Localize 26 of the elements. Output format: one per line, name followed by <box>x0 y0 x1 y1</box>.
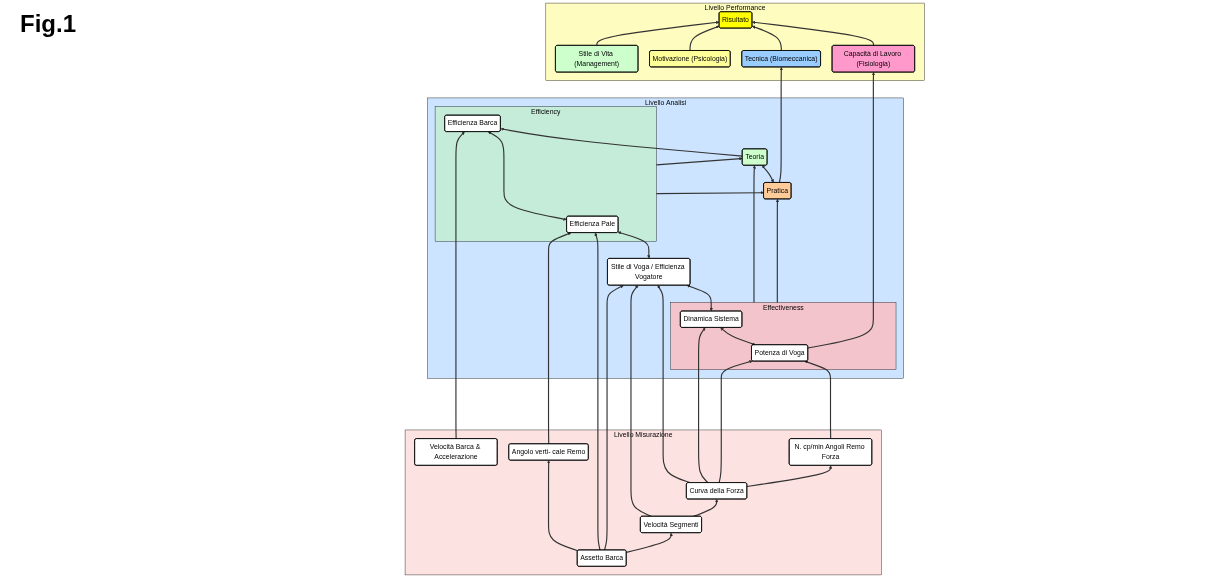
arrow <box>753 165 757 303</box>
arrow <box>693 499 719 517</box>
arrow <box>500 127 744 157</box>
arrow <box>488 131 568 221</box>
arrow <box>807 72 876 349</box>
arrow <box>548 232 572 445</box>
arrow <box>594 232 601 551</box>
arrow <box>779 67 784 184</box>
arrow <box>596 20 720 47</box>
arrow <box>752 25 783 52</box>
arrow <box>630 285 653 517</box>
arrow <box>698 327 709 484</box>
arrow <box>746 465 833 488</box>
arrow <box>689 25 720 52</box>
arrow <box>687 284 714 312</box>
arrow <box>656 157 743 166</box>
arrow <box>656 191 765 195</box>
arrow <box>776 198 780 303</box>
arrow <box>762 165 775 183</box>
arrow <box>547 460 579 552</box>
arrow <box>618 231 651 259</box>
arrow <box>604 285 625 551</box>
figure-label: Fig.1 <box>20 10 76 38</box>
arrow <box>455 131 466 440</box>
arrow <box>718 360 753 484</box>
arrow <box>752 20 875 47</box>
